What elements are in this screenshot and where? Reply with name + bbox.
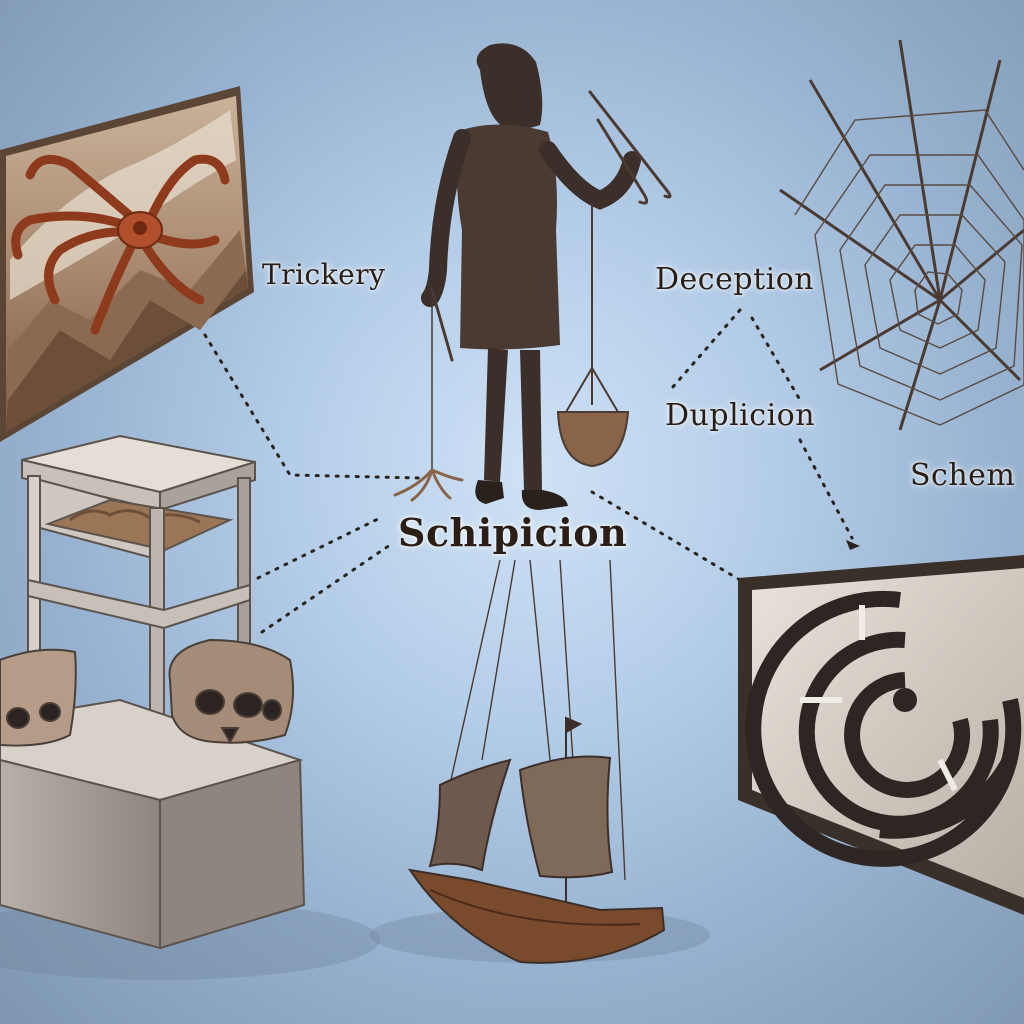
skull-pedestal — [0, 698, 306, 950]
label-deception: Deception — [655, 262, 815, 297]
maze-icon — [738, 555, 1024, 915]
skull-icon — [0, 648, 77, 747]
spider-web-icon — [779, 39, 1024, 431]
woman-silhouette-icon — [421, 43, 641, 510]
label-duplicion: Duplicion — [665, 398, 816, 433]
string-knot — [393, 299, 464, 502]
sailboat-icon — [407, 716, 666, 964]
hanging-basket — [556, 205, 630, 468]
skull-icon — [168, 638, 294, 745]
label-schipicion: Schipicion — [398, 510, 628, 555]
dotted-connectors — [203, 308, 854, 634]
connector-end — [846, 540, 860, 550]
label-schem: Schem — [910, 458, 1016, 493]
hook-tool — [430, 90, 672, 362]
spider-painting — [0, 86, 254, 442]
label-trickery: Trickery — [262, 258, 386, 291]
